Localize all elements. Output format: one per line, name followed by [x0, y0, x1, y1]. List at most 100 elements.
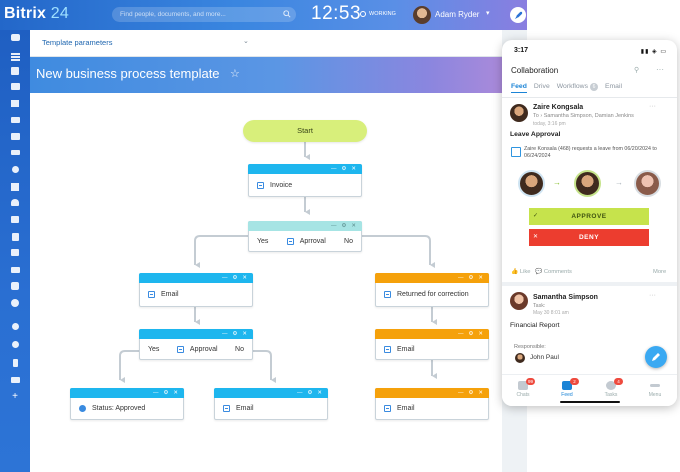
more-icon[interactable]: ··· [656, 65, 664, 74]
drive-icon[interactable] [9, 115, 21, 124]
gear-icon[interactable] [9, 340, 21, 349]
nav-label: Feed [561, 392, 573, 398]
gear-icon[interactable]: ⚙ [468, 275, 474, 281]
search-icon[interactable] [283, 10, 291, 18]
minimize-icon[interactable]: — [152, 390, 159, 396]
mobile-icon[interactable] [9, 358, 21, 367]
gear-icon[interactable]: ⚙ [468, 390, 474, 396]
work-status-toggle[interactable]: WORKING [360, 11, 396, 17]
gear-icon[interactable]: ⚙ [341, 166, 347, 172]
user-name[interactable]: Adam Ryder [435, 10, 480, 19]
more-icon[interactable]: ··· [649, 292, 656, 299]
minimize-icon[interactable]: — [457, 390, 464, 396]
post-author[interactable]: Zaire Kongsala [533, 104, 584, 111]
email-block[interactable]: —⚙✕ Email [375, 329, 489, 360]
close-icon[interactable]: ✕ [478, 275, 483, 281]
compose-button[interactable] [645, 346, 667, 368]
contacts-icon[interactable] [9, 248, 21, 257]
search-icon[interactable]: ⚲ [634, 67, 640, 74]
marketing-icon[interactable] [9, 165, 21, 174]
apps-grid-icon[interactable] [9, 66, 21, 75]
users-icon[interactable] [9, 198, 21, 207]
calendar-icon[interactable] [9, 82, 21, 91]
close-icon[interactable]: ✕ [351, 166, 356, 172]
document-icon[interactable] [9, 232, 21, 241]
bitrix24-logo[interactable]: Bitrix 24 [4, 5, 69, 23]
status-approved-block[interactable]: —⚙✕ Status: Approved [70, 388, 184, 420]
more-icon[interactable]: ··· [649, 103, 656, 110]
close-icon[interactable]: ✕ [478, 331, 483, 337]
close-icon: ✕ [533, 234, 539, 240]
work-status-label: WORKING [369, 11, 396, 17]
email-block[interactable]: —⚙✕ Email [214, 388, 328, 420]
desktop-icon[interactable] [9, 375, 21, 384]
minimize-icon[interactable]: — [330, 223, 337, 229]
avatar[interactable] [510, 104, 528, 122]
gear-icon[interactable]: ⚙ [232, 275, 238, 281]
gear-icon[interactable]: ⚙ [307, 390, 313, 396]
chat-icon[interactable] [9, 33, 21, 42]
email-block[interactable]: —⚙✕ Email [375, 388, 489, 420]
gear-icon[interactable]: ⚙ [163, 390, 169, 396]
close-icon[interactable]: ✕ [478, 390, 483, 396]
nav-menu[interactable]: Menu [641, 381, 669, 398]
minimize-icon[interactable]: — [330, 166, 337, 172]
global-search-input[interactable]: Find people, documents, and more... [112, 7, 296, 22]
invoice-block[interactable]: —⚙✕ Invoice [248, 164, 362, 197]
avatar[interactable] [510, 292, 528, 310]
returned-for-correction-block[interactable]: —⚙✕ Returned for correction [375, 273, 489, 307]
minimize-icon[interactable]: — [221, 331, 228, 337]
close-icon[interactable]: ✕ [242, 331, 247, 337]
tab-feed[interactable]: Feed [511, 83, 527, 93]
minimize-icon[interactable]: — [296, 390, 303, 396]
phone-clock: 3:17 [514, 47, 529, 54]
user-avatar[interactable] [413, 6, 431, 24]
gear-icon[interactable]: ⚙ [468, 331, 474, 337]
automation-icon[interactable] [9, 281, 21, 290]
add-icon[interactable]: + [12, 391, 18, 402]
images-icon[interactable] [9, 215, 21, 224]
more-button[interactable]: More [653, 269, 667, 275]
start-node[interactable]: Start [243, 120, 367, 142]
template-parameters-link[interactable]: Template parameters [42, 38, 113, 47]
filter-icon[interactable] [9, 49, 21, 58]
close-icon[interactable]: ✕ [173, 390, 178, 396]
rocket-icon[interactable] [510, 7, 526, 23]
approve-button[interactable]: APPROVE [529, 208, 649, 225]
minimize-icon[interactable]: — [457, 331, 464, 337]
close-icon[interactable]: ✕ [242, 275, 247, 281]
email-block[interactable]: —⚙✕ Email [139, 273, 253, 307]
tab-email[interactable]: Email [604, 83, 622, 90]
deny-button[interactable]: DENY [529, 229, 649, 246]
code-icon[interactable] [9, 148, 21, 157]
minimize-icon[interactable]: — [457, 275, 464, 281]
like-button[interactable]: 👍 Like [511, 269, 531, 275]
minimize-icon[interactable]: — [221, 275, 228, 281]
reports-icon[interactable] [9, 99, 21, 108]
work-status-icon [360, 11, 366, 17]
network-icon[interactable] [9, 322, 21, 331]
tab-drive[interactable]: Drive [533, 83, 550, 90]
shop-icon[interactable] [9, 132, 21, 141]
template-parameters-bar[interactable] [30, 30, 502, 57]
responsible-name[interactable]: John Paul [530, 354, 559, 361]
gear-icon[interactable]: ⚙ [232, 331, 238, 337]
chevron-down-icon[interactable]: ⌄ [243, 38, 249, 45]
camera-icon[interactable] [9, 265, 21, 274]
chevron-down-icon[interactable]: ▾ [486, 10, 490, 17]
gear-icon[interactable]: ⚙ [341, 223, 347, 229]
close-icon[interactable]: ✕ [317, 390, 322, 396]
post-author[interactable]: Samantha Simpson [533, 294, 598, 301]
settings-icon[interactable] [9, 298, 21, 307]
comments-button[interactable]: 💬 Comments [535, 269, 572, 275]
close-icon[interactable]: ✕ [351, 223, 356, 229]
company-icon[interactable] [9, 182, 21, 191]
star-icon[interactable]: ☆ [230, 68, 240, 80]
top-bar [0, 0, 527, 30]
